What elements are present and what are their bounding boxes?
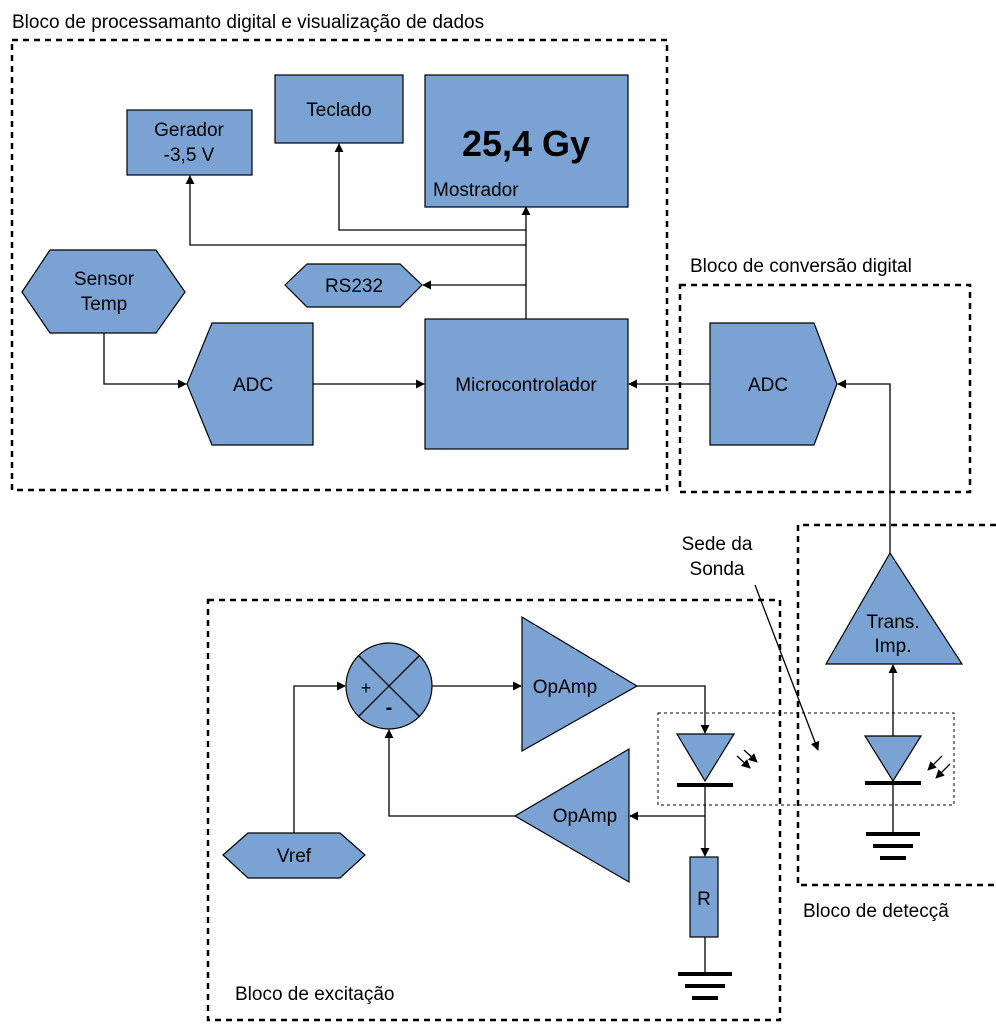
vref-block bbox=[222, 832, 366, 879]
excitation-ground-icon bbox=[678, 972, 732, 1000]
detection-block-title: Bloco de detecçã bbox=[803, 901, 949, 922]
detector-ground-icon bbox=[866, 832, 920, 860]
sensor-temp-block bbox=[21, 249, 186, 334]
sensor-label-2: Temp bbox=[81, 294, 127, 315]
gerador-label-2: -3,5 V bbox=[164, 145, 215, 166]
emitter-diode bbox=[675, 733, 736, 783]
mostrador-label: Mostrador bbox=[433, 180, 519, 201]
mostrador-block bbox=[424, 74, 629, 208]
resistor-label: R bbox=[697, 889, 711, 910]
excitation-block-title: Bloco de excitação bbox=[235, 984, 395, 1005]
opamp-top-label: OpAmp bbox=[533, 677, 597, 698]
transimp-label-2: Imp. bbox=[875, 636, 912, 657]
vref-label: Vref bbox=[277, 846, 312, 867]
sensor-label-1: Sensor bbox=[74, 269, 135, 290]
excitation-block-border bbox=[206, 598, 782, 1022]
teclado-block bbox=[274, 74, 404, 144]
gerador-label-1: Gerador bbox=[154, 120, 224, 141]
opamp-bottom bbox=[513, 747, 630, 884]
adc-right-block bbox=[709, 322, 838, 446]
conversion-block-title: Bloco de conversão digital bbox=[690, 256, 912, 277]
rs232-label: RS232 bbox=[325, 276, 383, 297]
adc-right-label: ADC bbox=[748, 375, 788, 396]
teclado-label: Teclado bbox=[306, 100, 372, 121]
detector-light-arrows-icon bbox=[927, 755, 951, 779]
detection-block-border bbox=[796, 523, 996, 887]
opamp-bottom-label: OpAmp bbox=[553, 806, 617, 827]
detector-diode bbox=[863, 735, 923, 783]
display-value: 25,4 Gy bbox=[462, 123, 590, 164]
connections bbox=[103, 143, 898, 974]
transimpedance-amp bbox=[824, 551, 964, 665]
digital-block-title: Bloco de processamanto digital e visuali… bbox=[12, 12, 484, 33]
opamp-top bbox=[521, 615, 639, 753]
microcontroller-label: Microcontrolador bbox=[455, 375, 597, 396]
emitter-light-arrows-icon bbox=[736, 749, 758, 769]
probe-seat-label-1: Sede da bbox=[682, 534, 753, 555]
transimp-label-1: Trans. bbox=[866, 612, 919, 633]
adc-left-label: ADC bbox=[233, 375, 273, 396]
probe-seat-label-2: Sonda bbox=[690, 559, 745, 580]
probe-seat-border bbox=[657, 712, 955, 806]
gerador-block bbox=[126, 109, 253, 176]
conversion-block-border bbox=[678, 283, 972, 494]
rs232-block bbox=[284, 263, 423, 308]
sum-minus-sign: - bbox=[386, 697, 393, 719]
digital-block-border bbox=[10, 38, 669, 492]
resistor bbox=[689, 856, 719, 938]
microcontroller-block bbox=[424, 318, 629, 450]
sum-plus-sign: + bbox=[361, 678, 372, 698]
